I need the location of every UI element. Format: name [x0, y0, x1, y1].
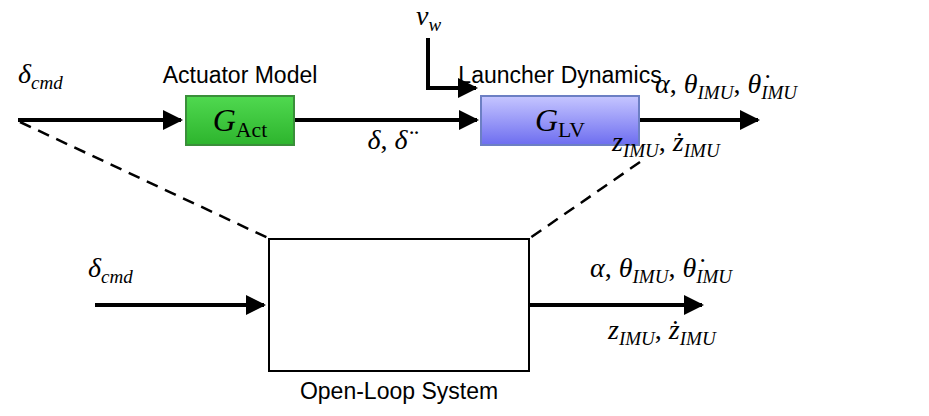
output-signal: zIMU, żIMU: [608, 314, 716, 346]
actuator-box: Actuator ModelGAct: [185, 95, 295, 146]
transfer-function: GAct: [187, 102, 293, 139]
output-arrow: [530, 303, 702, 307]
block-heading: Open-Loop System: [300, 378, 498, 405]
edge-label: δ, δ̈: [367, 124, 407, 156]
block-heading: Actuator Model: [163, 62, 318, 89]
output-arrow: [640, 118, 758, 122]
output-signal: zIMU, żIMU: [612, 126, 720, 158]
disturbance-signal: vw: [416, 0, 441, 32]
signal-arrow: [295, 118, 477, 122]
output-signal: α, θIMU, θ̇IMU: [655, 68, 797, 100]
input-signal: δcmd: [18, 58, 63, 90]
block-heading: Launcher Dynamics: [458, 62, 661, 89]
system-box: Open-Loop System: [268, 238, 530, 372]
output-signal: α, θIMU, θ̇IMU: [590, 252, 732, 284]
input-arrow: [95, 303, 264, 307]
input-arrow: [18, 118, 181, 122]
dashed-projection: [530, 162, 640, 238]
input-signal: δcmd: [88, 252, 133, 284]
